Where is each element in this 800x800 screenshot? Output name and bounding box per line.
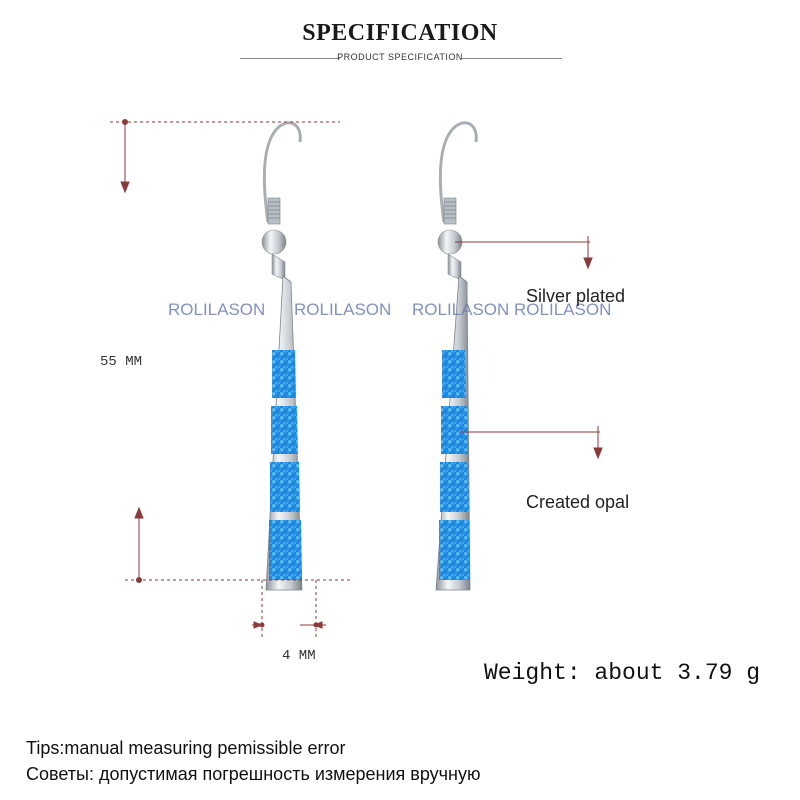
width-dimension <box>252 580 326 640</box>
page-title: SPECIFICATION <box>302 20 498 46</box>
width-label: 4 MM <box>282 648 316 664</box>
left-ear-hook <box>262 121 302 223</box>
watermark-1: ROLILASON <box>168 300 266 319</box>
watermark-3: ROLILASON ROLILASON <box>412 300 612 319</box>
tip-english: Tips:manual measuring pemissible error <box>26 738 346 758</box>
weight-label: Weight: about 3.79 g <box>484 660 761 686</box>
page-subtitle: PRODUCT SPECIFICATION <box>337 52 463 62</box>
length-label: 55 MM <box>100 354 143 370</box>
left-bead <box>261 229 287 255</box>
left-opal-4 <box>269 520 302 580</box>
right-opal-2 <box>441 406 468 454</box>
right-opal-3 <box>440 462 469 512</box>
right-opal-1 <box>442 350 466 398</box>
silver-plated-label: Silver plated <box>526 286 626 306</box>
tip-russian: Советы: допустимая погрешность измерения… <box>26 764 481 784</box>
subtitle-rule-left <box>240 58 340 59</box>
right-earring <box>435 121 478 591</box>
length-dimension <box>110 119 350 583</box>
right-ear-hook <box>438 121 478 223</box>
left-earring <box>261 121 303 591</box>
callout-lines <box>455 236 603 460</box>
created-opal-label: Created opal <box>526 492 630 512</box>
right-opal-4 <box>439 520 470 580</box>
left-opal-1 <box>272 350 296 398</box>
watermark-2: ROLILASON <box>294 300 392 319</box>
right-coil <box>443 197 457 225</box>
subtitle-rule-right <box>462 58 562 59</box>
left-opal-2 <box>271 406 298 454</box>
left-opal-3 <box>270 462 300 512</box>
left-coil <box>267 197 281 225</box>
